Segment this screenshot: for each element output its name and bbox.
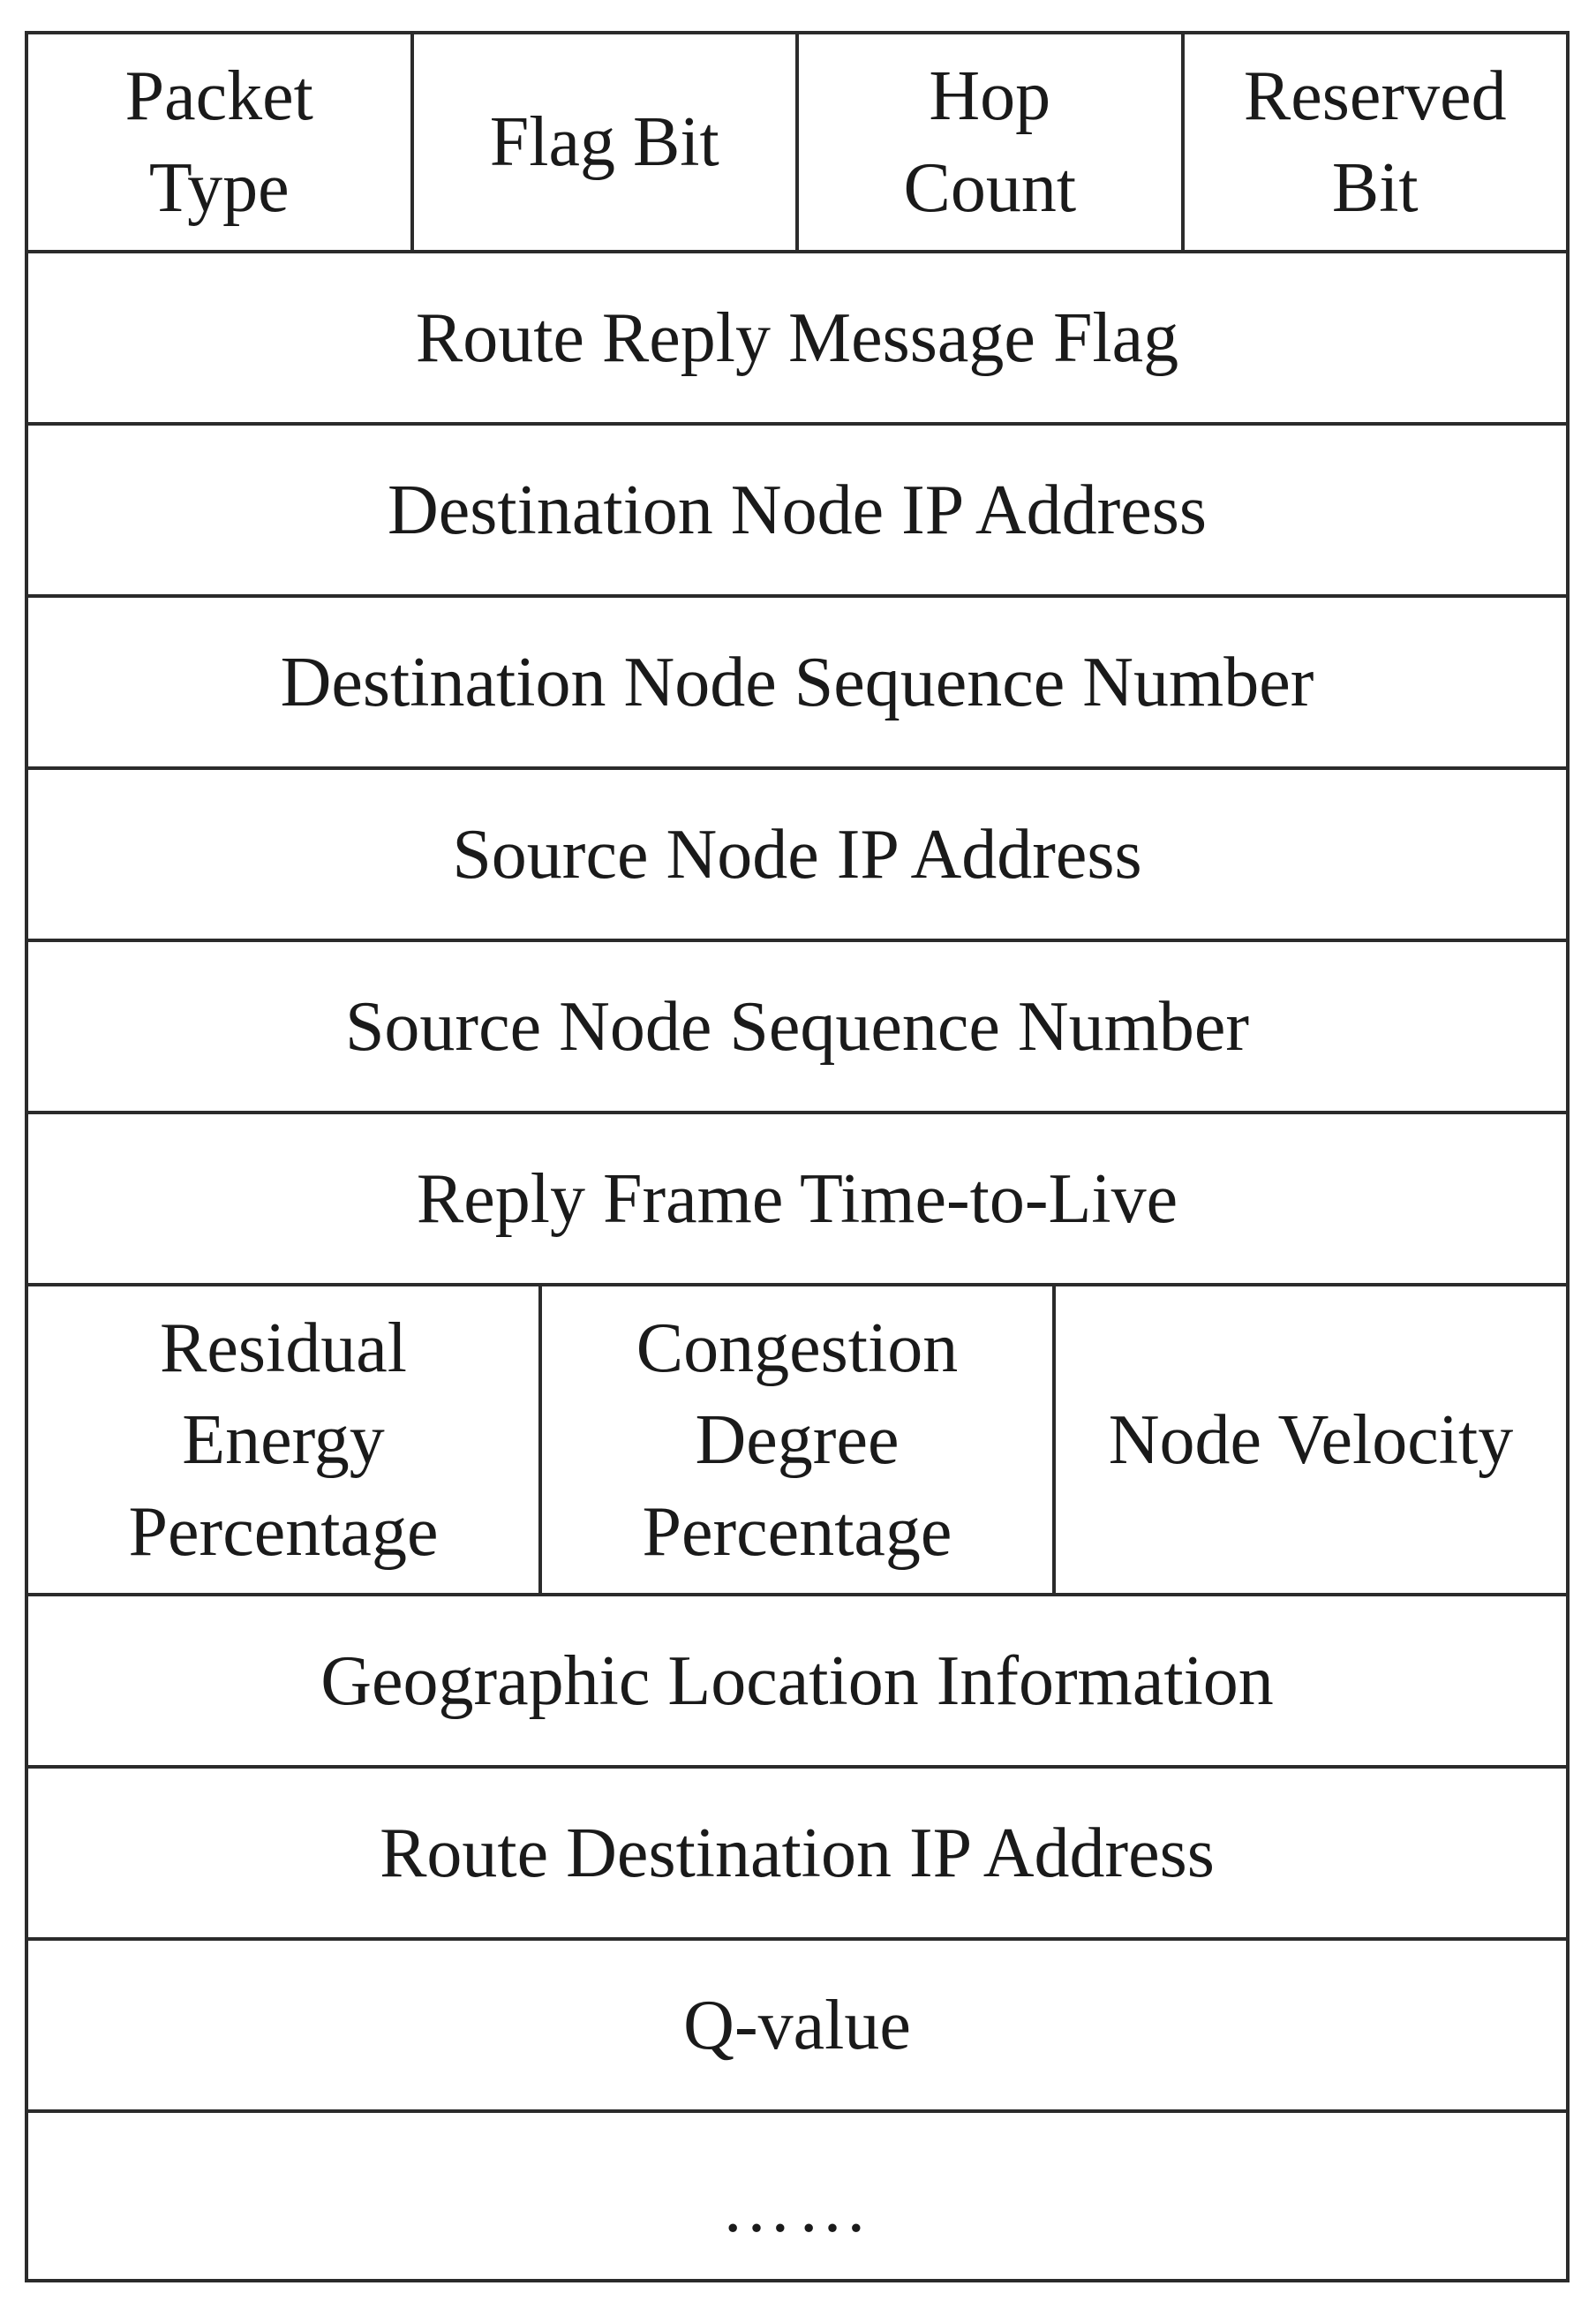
- reserved-bit-field: Reserved Bit: [1243, 57, 1507, 227]
- destination-node-ip-field: Destination Node IP Address: [387, 471, 1208, 549]
- route-reply-message-flag-field: Route Reply Message Flag: [415, 298, 1179, 377]
- continuation-row: ……: [28, 2113, 1566, 2279]
- q-value-field: Q-value: [683, 1986, 911, 2064]
- hop-count-field: Hop Count: [799, 34, 1185, 250]
- field-row: Source Node Sequence Number: [28, 942, 1566, 1114]
- congestion-degree-field: Congestion Degree Percentage: [542, 1286, 1056, 1593]
- field-row: Geographic Location Information: [28, 1596, 1566, 1769]
- geographic-location-field: Geographic Location Information: [320, 1641, 1274, 1720]
- source-node-sequence-field: Source Node Sequence Number: [344, 987, 1250, 1066]
- field-row: Source Node IP Address: [28, 770, 1566, 942]
- source-node-ip-field: Source Node IP Address: [452, 815, 1142, 894]
- residual-energy-field: Residual Energy Percentage: [28, 1286, 542, 1593]
- packet-type-field: Packet Type: [28, 34, 414, 250]
- field-row: Q-value: [28, 1941, 1566, 2113]
- packet-format-diagram: Packet Type Flag Bit Hop Count Reserved …: [25, 31, 1570, 2282]
- destination-node-sequence-field: Destination Node Sequence Number: [280, 643, 1314, 721]
- field-row: Destination Node Sequence Number: [28, 598, 1566, 770]
- node-velocity-field: Node Velocity: [1108, 1400, 1514, 1479]
- field-row: Route Reply Message Flag: [28, 253, 1566, 426]
- header-row: Packet Type Flag Bit Hop Count Reserved …: [28, 34, 1566, 253]
- field-row: Reply Frame Time-to-Live: [28, 1114, 1566, 1286]
- metrics-row: Residual Energy Percentage Congestion De…: [28, 1286, 1566, 1596]
- flag-bit-field: Flag Bit: [414, 34, 799, 250]
- field-row: Route Destination IP Address: [28, 1769, 1566, 1941]
- field-row: Destination Node IP Address: [28, 426, 1566, 598]
- ellipsis-field: ……: [721, 2169, 873, 2247]
- reply-frame-ttl-field: Reply Frame Time-to-Live: [416, 1159, 1178, 1238]
- route-destination-ip-field: Route Destination IP Address: [380, 1814, 1215, 1892]
